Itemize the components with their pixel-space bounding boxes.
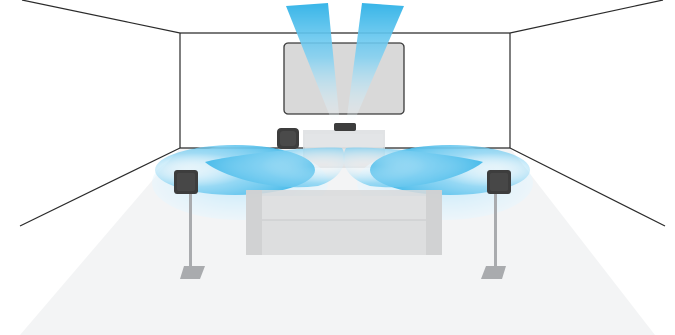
projection-screen xyxy=(284,43,404,114)
subwoofer-face xyxy=(280,131,296,146)
rear-speaker-right xyxy=(487,170,511,194)
sofa xyxy=(246,190,442,255)
projector xyxy=(334,123,356,131)
rear-speaker-left xyxy=(174,170,198,194)
